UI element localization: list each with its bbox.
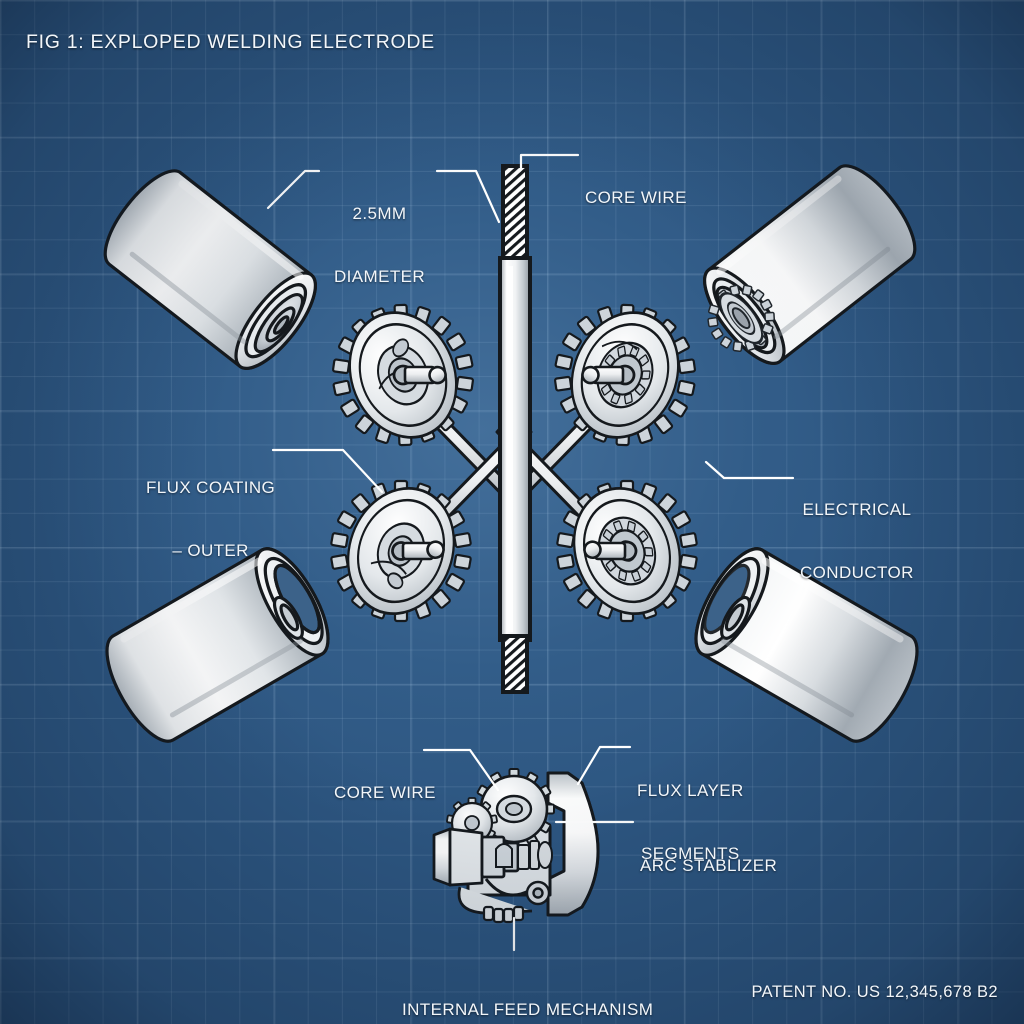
patent-number: PATENT NO. US 12,345,678 B2 (751, 982, 998, 1001)
sleeve-upper-right (703, 164, 917, 365)
callout-electrical-conductor-line2: CONDUCTOR (800, 563, 914, 583)
callout-internal-feed-mechanism-line1: INTERNAL FEED MECHANISM (402, 1000, 654, 1020)
internal-feed-mechanism-detail (432, 768, 600, 924)
callout-diameter-line2: DIAMETER (334, 267, 426, 287)
sleeve-upper-left (103, 169, 317, 370)
callout-electrical-conductor-line1: ELECTRICAL (802, 500, 912, 520)
callout-flux-layer-segments-line2: SEGMENTS (641, 844, 740, 864)
figure-title: FIG 1: EXPLOPED WELDING ELECTRODE (26, 31, 435, 53)
callout-flux-layer-segments-line1: FLUX LAYER (637, 781, 744, 801)
callout-core-wire-top-line1: CORE WIRE (585, 188, 687, 208)
callout-core-wire-bottom-line1: CORE WIRE (334, 783, 436, 803)
callout-flux-coating-line1: FLUX COATING (146, 478, 276, 498)
callout-flux-layer-segments: FLUX LAYER SEGMENTS (637, 738, 744, 907)
callout-internal-feed-mechanism: INTERNAL FEED MECHANISM (402, 957, 653, 1024)
callout-electrical-conductor: ELECTRICAL CONDUCTOR (800, 457, 914, 626)
callout-flux-coating: FLUX COATING – OUTER (146, 435, 275, 604)
callout-flux-coating-line2: – OUTER (172, 541, 249, 561)
core-wire-rod (498, 164, 532, 694)
callout-arc-stabilizer-line1: ARC STABLIZER (640, 856, 778, 876)
callout-diameter: 2.5MM DIAMETER (334, 161, 425, 330)
callout-core-wire-bottom: CORE WIRE (334, 740, 436, 845)
callout-diameter-line1: 2.5MM (352, 204, 407, 224)
gear-upper-right (554, 303, 696, 447)
callout-arc-stabilizer: ARC STABLIZER (640, 813, 777, 918)
callout-core-wire-top: CORE WIRE (585, 145, 687, 250)
